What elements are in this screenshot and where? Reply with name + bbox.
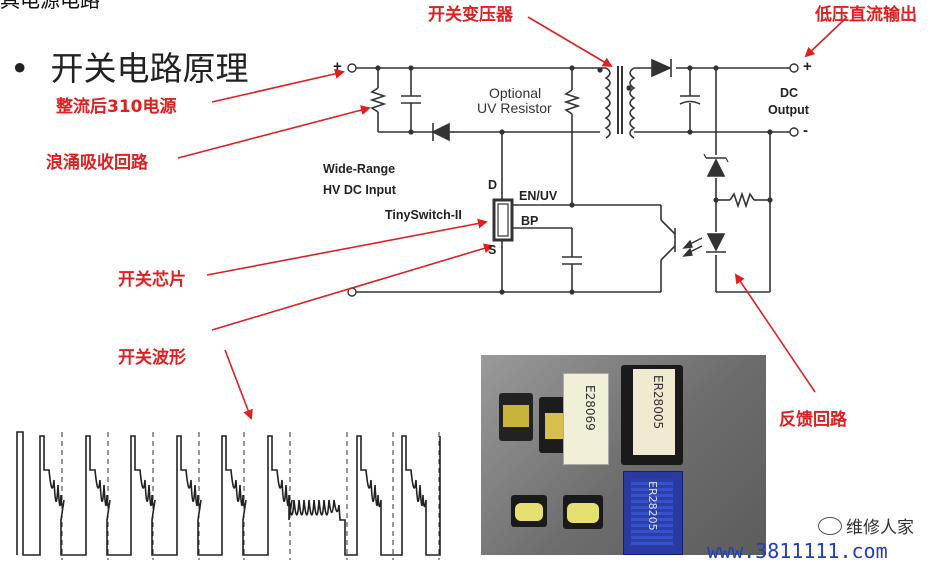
watermark-brand: 维修人家 xyxy=(818,513,914,538)
annotation-rectified-310: 整流后310电源 xyxy=(56,97,177,117)
optocoupler-light xyxy=(682,237,703,257)
annotation-waveform: 开关波形 xyxy=(118,348,186,368)
bullet-marker: • xyxy=(10,49,30,88)
photo-label-e28069: E28069 xyxy=(583,385,597,431)
slide-title: • 开关电路原理 xyxy=(10,42,248,90)
uv-resistor-label: UV Resistor xyxy=(477,100,552,116)
watermark-url: www.3811111.com xyxy=(707,539,888,563)
output-label: Output xyxy=(768,103,809,117)
photo-label-er28005: ER28005 xyxy=(651,375,665,430)
annotation-switch-chip: 开关芯片 xyxy=(118,270,186,290)
watermark-brand-text: 维修人家 xyxy=(846,518,914,538)
dc-label: DC xyxy=(780,86,799,100)
annotation-transformer: 开关变压器 xyxy=(428,5,513,25)
slide-title-text: 开关电路原理 xyxy=(50,49,249,88)
pin-s-label: S xyxy=(488,243,497,257)
optional-label: Optional xyxy=(489,85,542,101)
circuit-wiring xyxy=(355,66,790,293)
photo-label-er28205: ER28205 xyxy=(646,481,659,531)
waveform-dividers xyxy=(61,432,440,560)
annotation-dc-output: 低压直流输出 xyxy=(815,5,917,25)
output-plus-label: + xyxy=(803,58,812,75)
annotation-arrows xyxy=(177,16,848,420)
transformers-photo: E28069 ER28005 ER28205 xyxy=(481,355,766,555)
wechat-icon xyxy=(818,517,842,535)
input-plus-label: + xyxy=(333,58,342,75)
pin-d-label: D xyxy=(488,178,498,192)
diodes xyxy=(431,58,729,253)
wide-range-label: Wide-Range xyxy=(323,162,396,176)
header-fragment: 具电源电路 xyxy=(0,0,100,12)
switching-waveform xyxy=(16,431,441,556)
hv-dc-input-label: HV DC Input xyxy=(323,183,396,197)
output-minus-label: - xyxy=(803,122,808,139)
junctions xyxy=(375,65,773,295)
annotation-snubber: 浪涌吸收回路 xyxy=(46,153,148,173)
pin-bp-label: BP xyxy=(521,214,539,228)
tinyswitch-label: TinySwitch-II xyxy=(385,208,462,222)
terminals xyxy=(347,63,799,297)
pin-en-uv-label: EN/UV xyxy=(519,189,558,203)
annotation-feedback: 反馈回路 xyxy=(779,410,847,430)
